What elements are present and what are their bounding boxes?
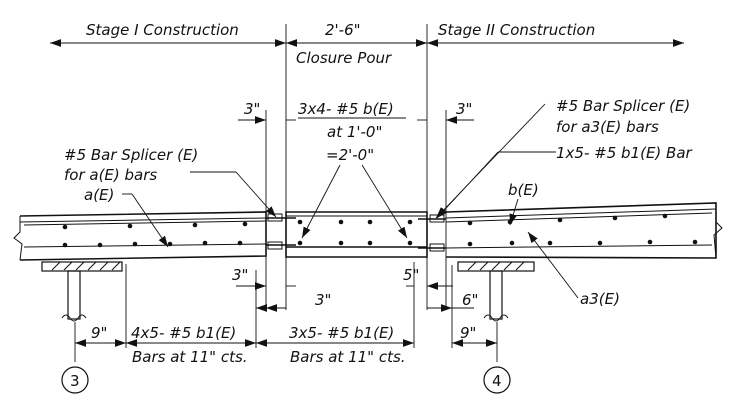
bars-right-label: Bars at 11" cts. [290,348,406,366]
b1-bar-label: 1x5- #5 b1(E) Bar [556,144,693,162]
dim-9in-left: 9" [91,324,107,342]
splicer-right-line1: #5 Bar Splicer (E) [556,97,690,115]
splicer-right-line2: for a3(E) bars [556,118,659,136]
grid-bubble-3: 3 [61,366,89,394]
splicer-left-line1: #5 Bar Splicer (E) [64,146,198,164]
grid-3-label: 3 [70,372,80,390]
bar-splicers [267,213,445,252]
aE-label: a(E) [84,186,114,204]
bE-label: b(E) [508,181,539,199]
lower-extension-lines [74,262,498,362]
stage-2-label: Stage II Construction [438,21,595,39]
b-total-label: =2'-0" [326,146,374,164]
dim-3in-lower-mid: 3" [315,291,331,309]
dim-6in: 6" [462,291,478,309]
grid-bubble-4: 4 [483,366,511,394]
splicer-left-line2: for a(E) bars [64,166,157,184]
girder-right [457,261,535,322]
b1-left-label: 4x5- #5 b1(E) [131,324,236,342]
b-bars-label: 3x4- #5 b(E) [298,100,394,118]
closure-width-label: 2'-6" [325,21,361,39]
stage-1-label: Stage I Construction [86,21,239,39]
b-spacing-label: at 1'-0" [327,123,382,141]
dim-3in-right-top: 3" [456,100,472,118]
dim-9in-right: 9" [460,324,476,342]
dim-3in-left-top: 3" [244,100,260,118]
grid-4-label: 4 [492,372,502,390]
deck-slab [13,202,723,261]
slab-rebar [23,212,713,249]
dim-5in: 5" [403,266,419,284]
bars-left-label: Bars at 11" cts. [132,348,248,366]
girder-left [41,261,123,322]
rebar-dots [62,213,698,248]
dim-3in-lower-left: 3" [232,266,248,284]
a3E-label: a3(E) [580,290,620,308]
b1-mid-label: 3x5- #5 b1(E) [289,324,394,342]
closure-pour-label: Closure Pour [296,49,392,67]
